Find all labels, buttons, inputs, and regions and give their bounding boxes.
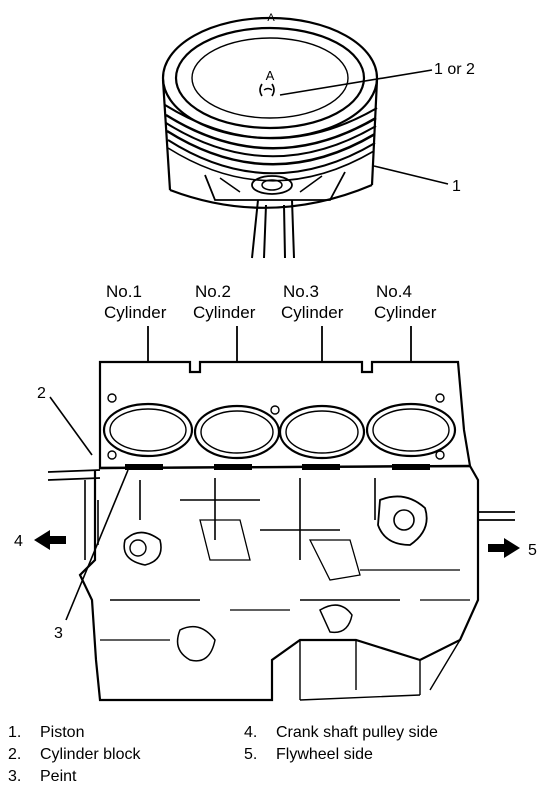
pulley-side-arrow <box>34 530 66 550</box>
block-leaders <box>49 396 129 621</box>
callout-paint: 3 <box>54 625 63 642</box>
legend-item: 2. Cylinder block <box>0 744 140 766</box>
legend-item-number: 5. <box>244 746 258 763</box>
legend-item-text: Piston <box>40 724 85 741</box>
legend-item-text: Cylinder block <box>40 746 141 763</box>
piston-center-mark: A <box>266 68 275 83</box>
cylinder-block <box>47 360 515 702</box>
cylinder-1-label: Cylinder <box>104 303 167 322</box>
legend-item: 5. Flywheel side <box>236 744 438 766</box>
cylinder-2-number: No.2 <box>195 282 231 301</box>
legend-item-number: 3. <box>8 768 22 785</box>
flywheel-side-arrow <box>488 538 520 558</box>
legend-left-column: 1. Piston 2. Cylinder block 3. Peint <box>0 722 140 788</box>
legend-item-number: 1. <box>8 724 22 741</box>
callout-pulley-side: 4 <box>14 533 23 550</box>
legend-item-number: 2. <box>8 746 22 763</box>
callout-cylinder-block: 2 <box>37 385 46 402</box>
piston-leaders <box>279 69 449 185</box>
cylinder-4-number: No.4 <box>376 282 412 301</box>
legend-item-text: Peint <box>40 768 77 785</box>
callout-piston: 1 <box>452 178 461 195</box>
cylinder-3-label: Cylinder <box>281 303 344 322</box>
cylinder-2-label: Cylinder <box>193 303 256 322</box>
legend-item-text: Flywheel side <box>276 746 373 763</box>
legend-item: 3. Peint <box>0 766 140 788</box>
legend-item: 1. Piston <box>0 722 140 744</box>
legend-item: 4. Crank shaft pulley side <box>236 722 438 744</box>
cylinder-labels: No.1 Cylinder No.2 Cylinder No.3 Cylinde… <box>104 282 437 322</box>
piston <box>161 16 379 259</box>
cylinder-1-number: No.1 <box>106 282 142 301</box>
legend: 1. Piston 2. Cylinder block 3. Peint 4. Cran… <box>0 722 560 792</box>
cylinder-3-number: No.3 <box>283 282 319 301</box>
callout-piston-mark: 1 or 2 <box>434 61 475 78</box>
legend-item-number: 4. <box>244 724 258 741</box>
callout-flywheel-side: 5 <box>528 542 537 559</box>
legend-item-text: Crank shaft pulley side <box>276 724 438 741</box>
piston-top-mark: A <box>267 12 275 24</box>
cylinder-4-label: Cylinder <box>374 303 437 322</box>
legend-right-column: 4. Crank shaft pulley side 5. Flywheel sid… <box>236 722 438 766</box>
